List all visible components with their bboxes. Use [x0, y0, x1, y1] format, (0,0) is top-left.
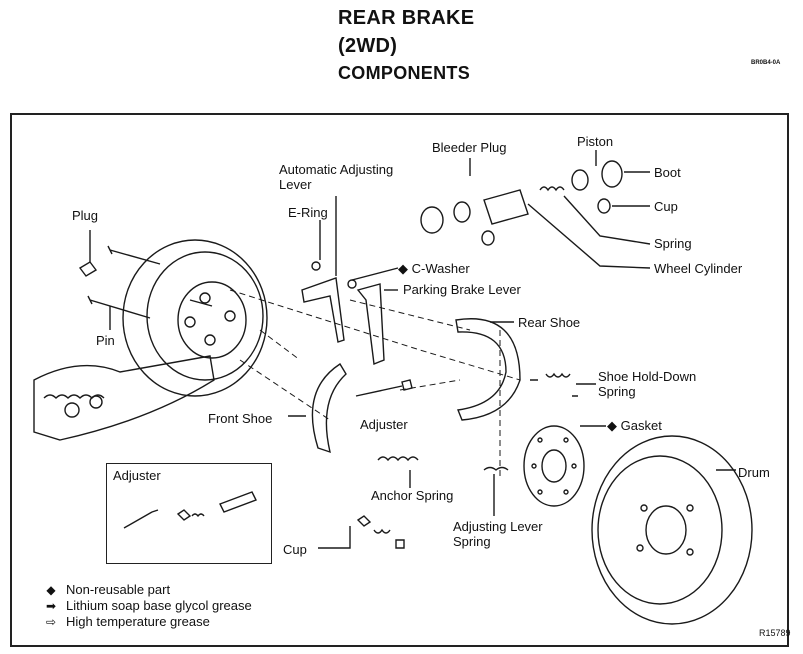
adjusting-lever-spring: [483, 466, 509, 471]
drum: [591, 435, 753, 625]
pin-upper: [107, 245, 161, 265]
adjuster-inset: Adjuster: [106, 463, 272, 564]
adjuster-part: [355, 379, 413, 397]
label-e-ring: E-Ring: [288, 205, 328, 220]
legend-row-high-temp-grease: ⇨ High temperature grease: [42, 614, 252, 630]
plug: [78, 261, 98, 277]
front-shoe: [311, 363, 347, 454]
label-adjusting-lever-spring-2: Spring: [453, 534, 491, 549]
label-spring-top: Spring: [654, 236, 692, 251]
legend-row-non-reusable: ◆ Non-reusable part: [42, 582, 252, 598]
label-gasket-text: Gasket: [620, 418, 662, 433]
label-auto-adjusting-lever-2: Lever: [279, 177, 312, 192]
diagram-frame: [10, 113, 789, 647]
label-c-washer-text: C-Washer: [411, 261, 470, 276]
hold-down-springs: [530, 372, 578, 397]
pin-lower: [87, 295, 151, 319]
diamond-icon: ◆: [398, 261, 408, 276]
label-drum: Drum: [738, 465, 770, 480]
document-code: BR0B4-0A: [751, 60, 781, 66]
label-plug: Plug: [72, 208, 99, 223]
title-line-1: REAR BRAKE: [338, 7, 475, 29]
adjuster-inset-drawing: [123, 491, 257, 529]
auto-adjusting-lever: [301, 277, 345, 343]
label-shoe-hold-down-1: Shoe Hold-Down: [598, 369, 697, 384]
title-line-3: COMPONENTS: [338, 63, 471, 83]
wheel-cylinder-group: [420, 160, 623, 246]
label-cup-top: Cup: [654, 199, 678, 214]
gasket: [523, 425, 585, 507]
label-boot: Boot: [654, 165, 681, 180]
hold-down-detail: [33, 355, 215, 441]
label-wheel-cylinder: Wheel Cylinder: [654, 261, 743, 276]
label-shoe-hold-down-2: Spring: [598, 384, 636, 399]
label-bleeder-plug: Bleeder Plug: [432, 140, 507, 155]
legend-text-non-reusable: Non-reusable part: [66, 582, 171, 597]
legend-text-high-temp-grease: High temperature grease: [66, 614, 210, 629]
diamond-icon: ◆: [607, 418, 617, 433]
legend: ◆ Non-reusable part ➡ Lithium soap base …: [42, 582, 252, 630]
solid-arrow-icon: ➡: [45, 599, 57, 613]
parking-brake-lever: [356, 283, 385, 365]
label-pin: Pin: [96, 333, 115, 348]
c-washer: [347, 279, 357, 289]
backing-plate: [122, 239, 268, 397]
label-gasket: ◆ Gasket: [607, 418, 662, 433]
bottom-cups: [356, 515, 405, 549]
label-rear-shoe: Rear Shoe: [518, 315, 581, 330]
label-front-shoe: Front Shoe: [208, 411, 273, 426]
label-adjusting-lever-spring-1: Adjusting Lever: [453, 519, 543, 534]
rear-shoe: [455, 318, 521, 421]
label-adjuster: Adjuster: [360, 417, 408, 432]
label-anchor-spring: Anchor Spring: [371, 488, 454, 503]
diamond-icon: ◆: [46, 583, 56, 597]
anchor-spring: [377, 456, 419, 462]
label-c-washer: ◆ C-Washer: [398, 261, 470, 276]
legend-row-lithium-grease: ➡ Lithium soap base glycol grease: [42, 598, 252, 614]
label-cup-bottom: Cup: [283, 542, 307, 557]
label-piston: Piston: [577, 134, 614, 149]
reference-number: R15789: [759, 628, 791, 638]
legend-text-lithium-grease: Lithium soap base glycol grease: [66, 598, 252, 613]
e-ring: [311, 261, 321, 271]
title-line-2: (2WD): [338, 35, 398, 57]
adjuster-inset-title: Adjuster: [113, 468, 161, 483]
hollow-arrow-icon: ⇨: [45, 615, 57, 629]
label-auto-adjusting-lever-1: Automatic Adjusting: [279, 162, 394, 177]
label-parking-brake-lever: Parking Brake Lever: [403, 282, 521, 297]
